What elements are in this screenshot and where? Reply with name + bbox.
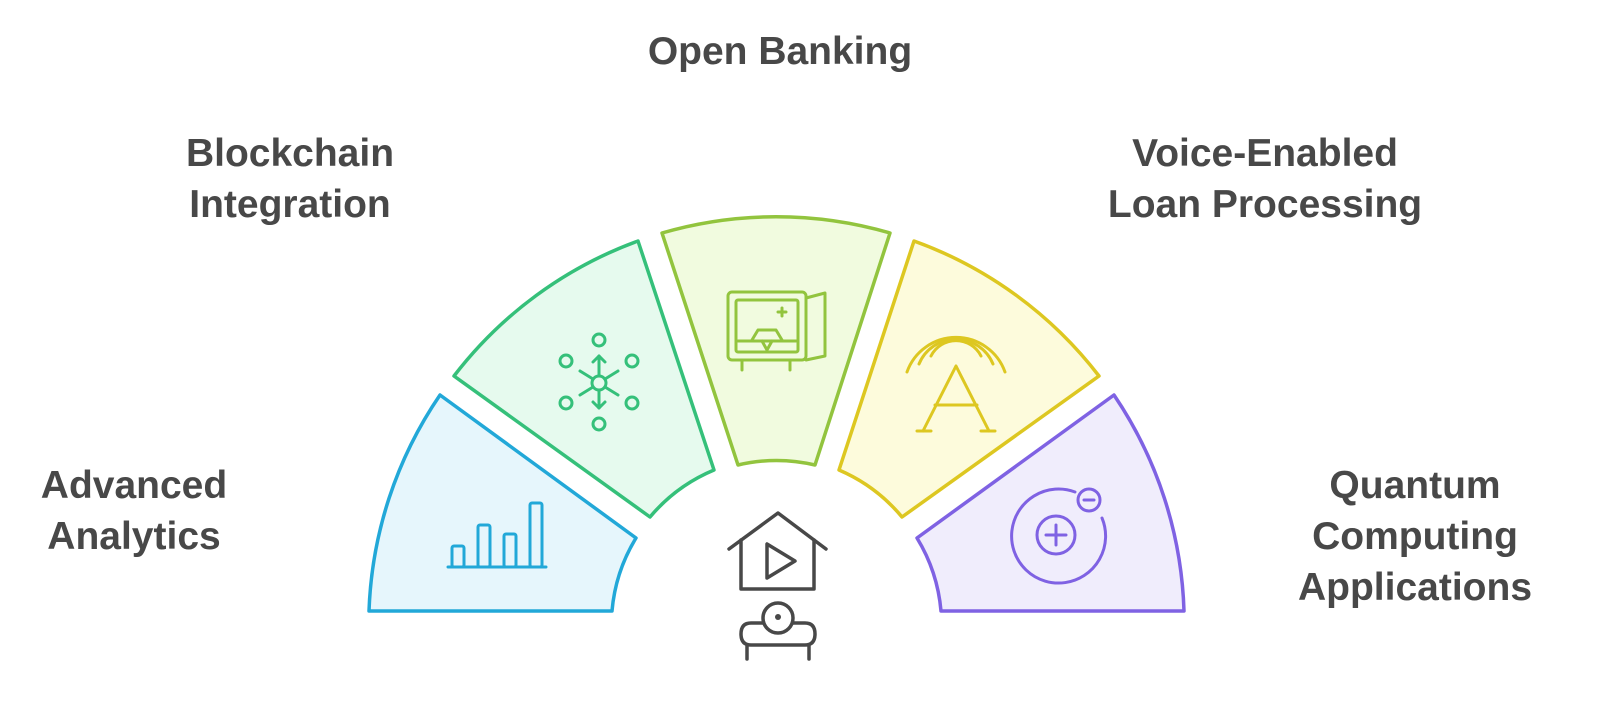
label-line: Integration: [189, 183, 391, 226]
segment-quantum-computing-applications-shape: [915, 393, 1186, 613]
segment-quantum-computing-applications: [915, 393, 1186, 613]
segment-advanced-analytics-shape: [367, 393, 638, 613]
label-line: Analytics: [47, 515, 221, 558]
voice-broadcast-icon: [905, 335, 1007, 433]
label-line: Open Banking: [647, 30, 913, 73]
vault-icon: [726, 290, 827, 372]
label-line: Applications: [1297, 566, 1533, 609]
home-media-person-icon: [727, 511, 828, 661]
label-line: Advanced: [40, 464, 228, 507]
segment-voice-enabled-loan-processing: [837, 239, 1101, 519]
label-open-banking: Open Banking: [640, 26, 920, 77]
segment-voice-enabled-loan-processing-shape: [837, 239, 1101, 519]
bar-chart-icon: [446, 501, 548, 569]
label-line: Quantum: [1329, 464, 1501, 507]
quantum-plus-minus-icon: [1010, 487, 1108, 585]
label-voice-enabled-loan-processing: Voice-Enabled Loan Processing: [1095, 128, 1435, 230]
label-blockchain-integration: Blockchain Integration: [170, 128, 410, 230]
network-nodes-icon: [558, 332, 640, 432]
label-line: Loan Processing: [1107, 183, 1423, 226]
label-line: Computing: [1312, 515, 1518, 558]
label-line: Blockchain: [185, 132, 395, 175]
label-advanced-analytics: Advanced Analytics: [34, 460, 234, 562]
label-quantum-computing-applications: Quantum Computing Applications: [1290, 460, 1540, 613]
segment-open-banking: [660, 215, 892, 467]
segment-blockchain-integration: [452, 239, 716, 519]
segment-advanced-analytics: [367, 393, 638, 613]
label-line: Voice-Enabled: [1132, 132, 1398, 175]
segment-blockchain-integration-shape: [452, 239, 716, 519]
